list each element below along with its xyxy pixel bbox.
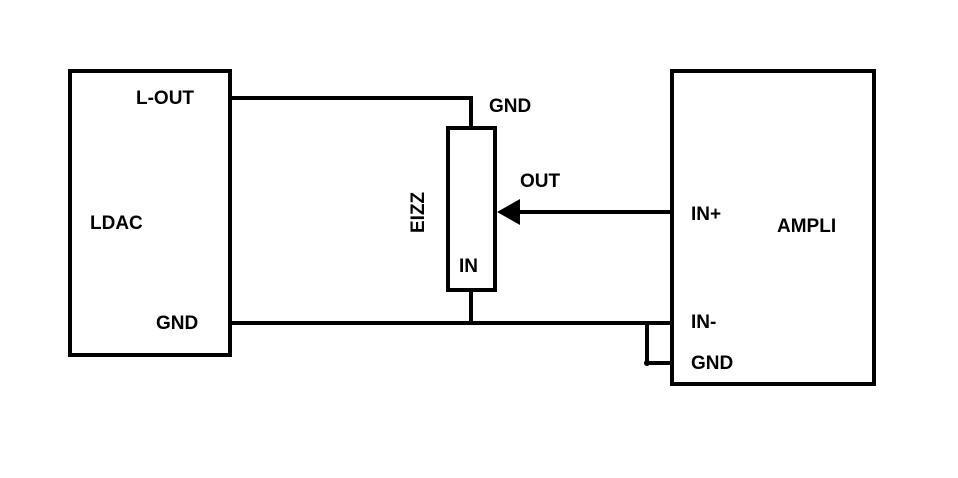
pot-out-pin-label: OUT xyxy=(520,171,561,192)
ldac-lout-pin-label: L-OUT xyxy=(136,88,194,109)
pot-wiper-arrow-icon xyxy=(497,199,520,225)
ampli-in-minus-pin-label: IN- xyxy=(691,312,716,333)
ldac-block xyxy=(68,69,232,357)
ampli-label: AMPLI xyxy=(777,216,836,237)
ldac-label: LDAC xyxy=(90,213,143,234)
ampli-block xyxy=(670,69,876,386)
ldac-gnd-pin-label: GND xyxy=(156,313,198,334)
ampli-in-plus-pin-label: IN+ xyxy=(691,204,721,225)
wire-in-minus-gnd-jumper xyxy=(645,323,672,365)
ampli-gnd-pin-label: GND xyxy=(691,353,733,374)
pot-label: EIZZ xyxy=(408,191,429,233)
wire-lout-to-pot-gnd xyxy=(230,96,473,128)
pot-in-pin-label: IN xyxy=(459,256,478,277)
junction-dot xyxy=(644,360,650,366)
pot-gnd-pin-label: GND xyxy=(489,96,531,117)
